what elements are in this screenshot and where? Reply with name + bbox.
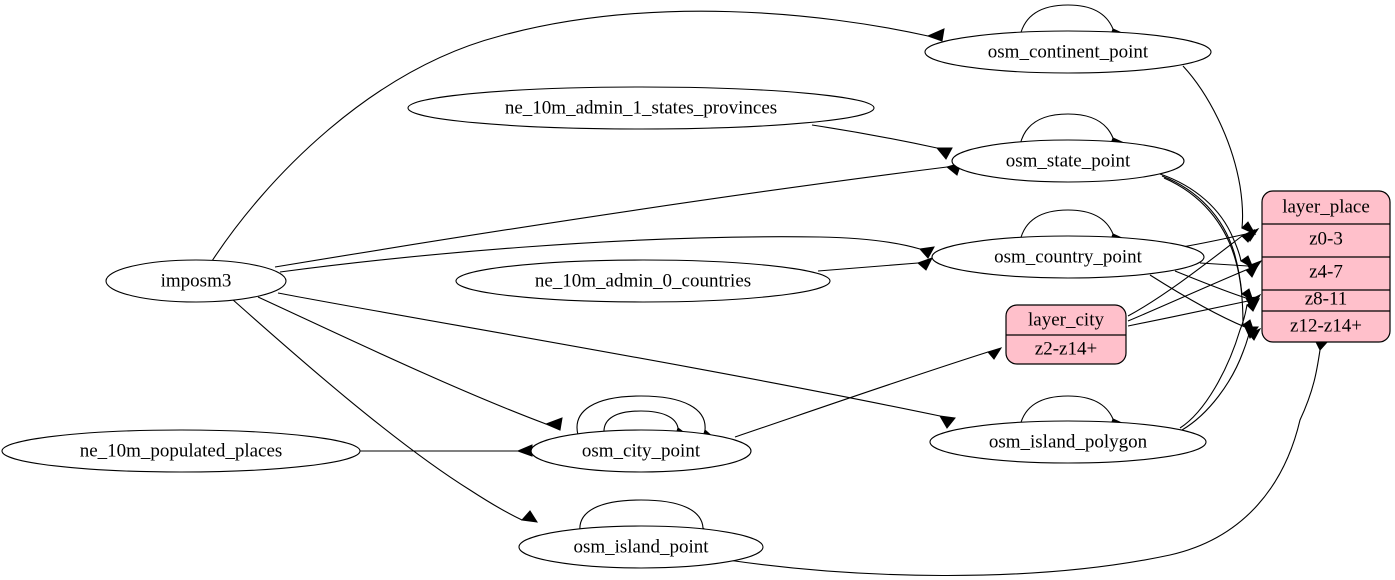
edge-imposm3-to-osm_continent_point bbox=[211, 10, 945, 262]
edge-osm_country_point-to-layer_place-z12 bbox=[1149, 274, 1259, 339]
node-ne_10m_admin_1_states_provinces[interactable]: ne_10m_admin_1_states_provinces bbox=[407, 86, 875, 130]
record-layer_city[interactable]: layer_city z2-z14+ bbox=[1005, 304, 1127, 365]
node-label-imposm3: imposm3 bbox=[161, 270, 232, 291]
edge-layer_city-to-layer_place-z8-11 bbox=[1127, 293, 1262, 327]
node-ne_10m_populated_places[interactable]: ne_10m_populated_places bbox=[1, 429, 361, 473]
edge-imposm3-to-osm_city_point bbox=[257, 296, 563, 431]
node-imposm3[interactable]: imposm3 bbox=[105, 259, 287, 303]
node-label-osm_island_point: osm_island_point bbox=[573, 536, 709, 557]
record-title-layer_place: layer_place bbox=[1282, 196, 1370, 217]
record-layer_place[interactable]: layer_place z0-3 z4-7 z8-11 z12-z14+ bbox=[1261, 190, 1391, 343]
record-cell-layer_place-z8-11[interactable]: z8-11 bbox=[1305, 288, 1348, 309]
node-ne_10m_admin_0_countries[interactable]: ne_10m_admin_0_countries bbox=[455, 259, 831, 303]
edge-osm_continent_point-to-layer_place-z0-3 bbox=[1182, 65, 1257, 236]
node-label-ne_10m_populated_places: ne_10m_populated_places bbox=[80, 440, 283, 461]
node-osm_city_point[interactable]: osm_city_point bbox=[530, 429, 752, 473]
record-cell-layer_place-z12-z14[interactable]: z12-z14+ bbox=[1290, 315, 1362, 336]
records-layer: layer_place z0-3 z4-7 z8-11 z12-z14+ lay… bbox=[1005, 190, 1391, 365]
record-cell-layer_place-z4-7[interactable]: z4-7 bbox=[1309, 261, 1343, 282]
node-osm_continent_point[interactable]: osm_continent_point bbox=[924, 30, 1212, 74]
edge-ne_countries-to-osm_country_point bbox=[817, 257, 934, 272]
node-label-osm_state_point: osm_state_point bbox=[1006, 150, 1131, 171]
node-label-osm_country_point: osm_country_point bbox=[994, 246, 1142, 267]
edge-osm_island_polygon-to-layer_place-z12 bbox=[1181, 327, 1262, 431]
edge-imposm3-to-osm_country_point bbox=[279, 236, 935, 273]
node-osm_country_point[interactable]: osm_country_point bbox=[931, 235, 1205, 279]
node-label-osm_city_point: osm_city_point bbox=[582, 440, 701, 461]
node-osm_island_point[interactable]: osm_island_point bbox=[518, 525, 764, 569]
edge-osm_city_point-to-layer_city bbox=[734, 347, 1003, 438]
edge-ne_places-to-osm_city_point bbox=[360, 444, 533, 457]
record-cell-layer_city-z2-z14[interactable]: z2-z14+ bbox=[1035, 338, 1097, 359]
edge-ne_states-to-osm_state_point bbox=[811, 124, 953, 160]
node-osm_state_point[interactable]: osm_state_point bbox=[951, 139, 1185, 183]
edge-imposm3-to-osm_state_point bbox=[274, 162, 962, 268]
record-title-layer_city: layer_city bbox=[1028, 309, 1104, 330]
node-osm_island_polygon[interactable]: osm_island_polygon bbox=[929, 420, 1207, 464]
edge-layer_city-to-layer_place-z4-7 bbox=[1127, 264, 1260, 322]
node-label-ne_10m_admin_0_countries: ne_10m_admin_0_countries bbox=[535, 270, 751, 291]
edge-osm_island_polygon-to-layer_place-z8-11 bbox=[1179, 297, 1261, 429]
edge-layer_city-to-layer_place-z0-3 bbox=[1127, 228, 1256, 317]
node-label-ne_10m_admin_1_states_provinces: ne_10m_admin_1_states_provinces bbox=[505, 97, 777, 118]
nodes-layer: imposm3 ne_10m_admin_1_states_provinces … bbox=[1, 30, 1212, 569]
record-cell-layer_place-z0-3[interactable]: z0-3 bbox=[1309, 228, 1343, 249]
node-label-osm_island_polygon: osm_island_polygon bbox=[989, 431, 1148, 452]
edge-imposm3-to-osm_island_polygon bbox=[277, 292, 956, 429]
node-label-osm_continent_point: osm_continent_point bbox=[988, 41, 1149, 62]
edge-imposm3-to-osm_island_point bbox=[231, 298, 538, 523]
